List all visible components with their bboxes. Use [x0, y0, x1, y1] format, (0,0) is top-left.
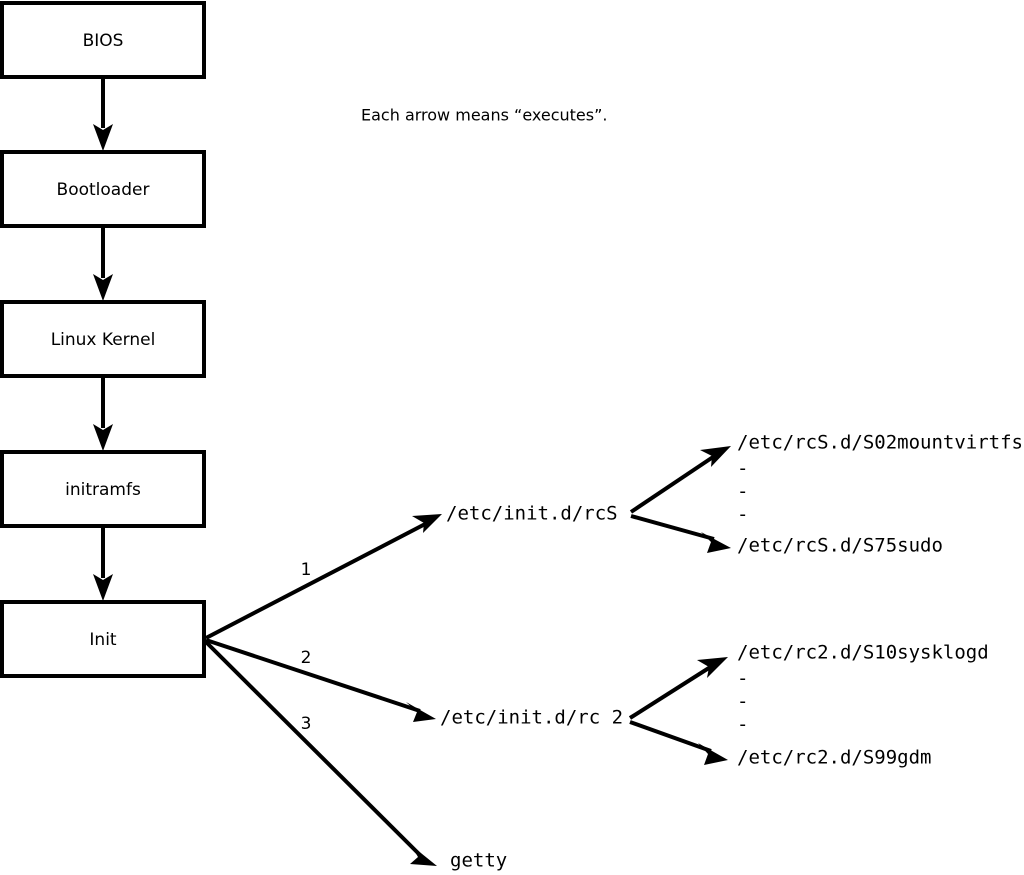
- rc2-ellipsis-dash-1: -: [737, 668, 748, 690]
- rc2-branch-last: [629, 720, 728, 765]
- stage-box-bootloader-rect[interactable]: [0, 150, 206, 228]
- diagram-caption: Each arrow means “executes”.: [361, 106, 607, 125]
- stage-box-bios-rect[interactable]: [0, 1, 206, 79]
- init-branch-1: 1: [205, 514, 442, 640]
- stage-box-init-label: Init: [89, 630, 117, 650]
- rcs-branch-first: [629, 446, 731, 514]
- rcs-branch-last: [630, 514, 731, 553]
- init-branch-1-number: 1: [301, 560, 312, 580]
- rcs-branch-last-line: [630, 514, 715, 541]
- node-label-getty: getty: [450, 850, 507, 872]
- rc2-branch-first: [628, 657, 728, 720]
- stage-box-bootloader-label: Bootloader: [57, 180, 150, 200]
- init-branch-1-line: [205, 520, 430, 640]
- rc2-ellipsis-dash-2: -: [737, 691, 748, 713]
- init-branch-2-arrowhead: [406, 702, 436, 722]
- rcs-branch-first-arrowhead: [700, 446, 731, 467]
- stage-box-init[interactable]: Init: [0, 600, 206, 678]
- chain-connectors: [93, 77, 113, 601]
- rc2-script-first: /etc/rc2.d/S10sysklogd: [737, 642, 989, 664]
- arrowhead-bios-to-bootloader: [93, 124, 113, 151]
- stage-box-bootloader[interactable]: Bootloader: [0, 150, 206, 228]
- stage-box-initramfs-rect[interactable]: [0, 450, 206, 528]
- stage-box-kernel-rect[interactable]: [0, 300, 206, 378]
- rcs-script-last: /etc/rcS.d/S75sudo: [737, 535, 943, 557]
- rcs-script-first: /etc/rcS.d/S02mountvirtfs: [737, 432, 1023, 454]
- stage-box-kernel[interactable]: Linux Kernel: [0, 300, 206, 378]
- arrowhead-kernel-to-initramfs: [93, 424, 113, 451]
- stage-box-kernel-label: Linux Kernel: [51, 330, 156, 350]
- rc2-branch-last-line: [629, 720, 712, 753]
- stage-box-bios-label: BIOS: [83, 31, 124, 51]
- stage-box-init-rect[interactable]: [0, 600, 206, 678]
- init-branch-2-line: [205, 638, 421, 713]
- rc2-branch-first-arrowhead: [697, 657, 728, 678]
- rcs-ellipsis-dash-1: -: [737, 458, 748, 480]
- rc2-branch-last-arrowhead: [698, 743, 728, 765]
- node-label-rcs: /etc/init.d/rcS: [446, 503, 618, 525]
- rcs-branch-last-arrowhead: [701, 532, 731, 553]
- rc2-script-last: /etc/rc2.d/S99gdm: [737, 747, 931, 769]
- arrowhead-initramfs-to-init: [93, 574, 113, 601]
- arrowhead-bootloader-to-kernel: [93, 274, 113, 301]
- init-branch-2-number: 2: [301, 648, 312, 668]
- node-label-rc2: /etc/init.d/rc 2: [440, 707, 623, 729]
- init-branch-1-arrowhead: [412, 514, 442, 533]
- rc2-ellipsis-dash-3: -: [737, 714, 748, 736]
- init-branch-3: 3: [204, 640, 437, 866]
- init-branch-3-number: 3: [301, 714, 312, 734]
- init-branch-2: 2: [205, 638, 436, 722]
- stage-box-bios[interactable]: BIOS: [0, 1, 206, 79]
- init-branch-3-arrowhead: [410, 845, 437, 866]
- stage-box-initramfs-label: initramfs: [65, 480, 141, 500]
- rcs-branch-first-line: [629, 453, 718, 514]
- stage-box-initramfs[interactable]: initramfs: [0, 450, 206, 528]
- rcs-ellipsis-dash-2: -: [737, 481, 748, 503]
- rc2-branch-first-line: [628, 664, 714, 720]
- init-branch-3-line: [204, 640, 422, 857]
- rcs-ellipsis-dash-3: -: [737, 504, 748, 526]
